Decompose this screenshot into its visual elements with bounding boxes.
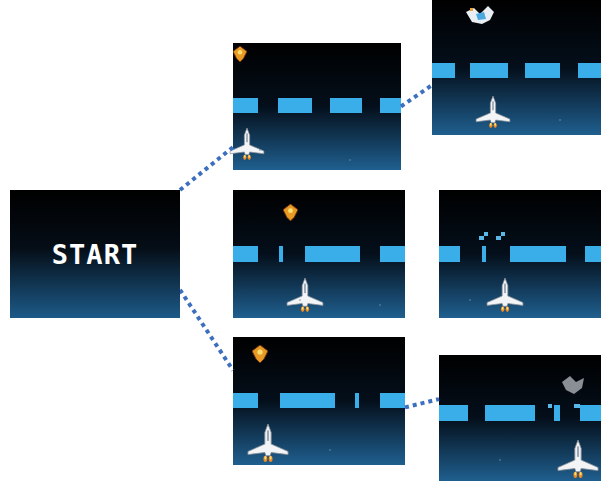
screen-title: START	[52, 239, 138, 270]
barrier	[439, 405, 601, 421]
explosion	[466, 6, 494, 24]
barrier	[233, 98, 401, 113]
screen	[233, 190, 405, 318]
player-ship	[487, 278, 523, 312]
game-screen	[439, 190, 601, 318]
screen	[233, 337, 405, 465]
player-ship	[476, 96, 510, 128]
start-screen: START	[10, 190, 180, 318]
debris	[479, 232, 505, 240]
player-ship	[558, 440, 598, 478]
screen	[432, 0, 601, 135]
player-ship	[287, 278, 323, 312]
game-screen	[439, 355, 601, 481]
game-screen	[432, 0, 601, 135]
barrier	[439, 246, 601, 262]
game-screen	[233, 337, 405, 465]
enemy	[283, 204, 298, 221]
screen	[439, 190, 601, 318]
dotted-connector	[180, 147, 233, 190]
barrier	[233, 393, 405, 408]
game-screen	[233, 43, 401, 170]
enemy	[252, 345, 268, 363]
player-ship	[230, 128, 264, 160]
dotted-connector	[405, 399, 439, 407]
screen	[439, 355, 601, 481]
dotted-connector	[180, 290, 233, 370]
player-ship	[248, 424, 288, 462]
debris	[548, 376, 584, 408]
game-screen	[233, 190, 405, 318]
barrier	[432, 63, 601, 78]
barrier	[233, 246, 405, 262]
enemy	[233, 46, 247, 62]
dotted-connector	[401, 85, 432, 106]
